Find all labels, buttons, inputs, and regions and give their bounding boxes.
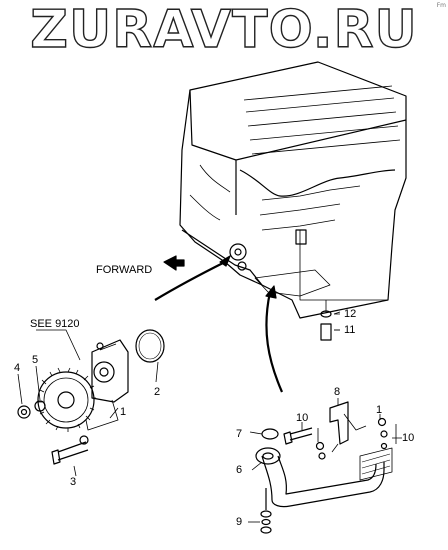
see-reference-label: SEE 9120 xyxy=(30,318,80,330)
callout-4: 4 xyxy=(14,362,21,374)
forward-arrow-icon xyxy=(163,255,185,271)
o-ring-2 xyxy=(135,329,165,363)
callout-3: 3 xyxy=(70,476,77,488)
callout-10-right: 10 xyxy=(402,432,415,444)
engine-block xyxy=(179,61,407,319)
callout-12: 12 xyxy=(344,308,357,320)
callout-arrows xyxy=(154,255,284,393)
bolt-9 xyxy=(260,488,272,534)
oil-pump-gear xyxy=(17,367,96,432)
callout-1-right: 1 xyxy=(376,404,383,416)
bolt-3 xyxy=(51,441,89,465)
oil-pump-body xyxy=(79,339,129,445)
watermark: ZURAVTO.RU xyxy=(30,0,418,60)
callout-6: 6 xyxy=(236,464,243,476)
forward-label: FORWARD xyxy=(96,264,153,276)
callout-9: 9 xyxy=(236,516,243,528)
bracket-8 xyxy=(329,401,367,453)
drain-plug xyxy=(320,300,340,341)
callout-2: 2 xyxy=(154,386,161,398)
callout-11: 11 xyxy=(344,324,356,336)
callout-5: 5 xyxy=(32,354,39,366)
o-ring-7 xyxy=(261,428,279,440)
bolts-10 xyxy=(283,417,388,460)
callout-8: 8 xyxy=(334,386,341,398)
callout-10-left: 10 xyxy=(296,412,309,424)
callout-1: 1 xyxy=(120,406,127,418)
oil-pickup-tube xyxy=(255,447,393,508)
callout-7: 7 xyxy=(236,428,243,440)
corner-code: Fm xyxy=(436,2,446,9)
